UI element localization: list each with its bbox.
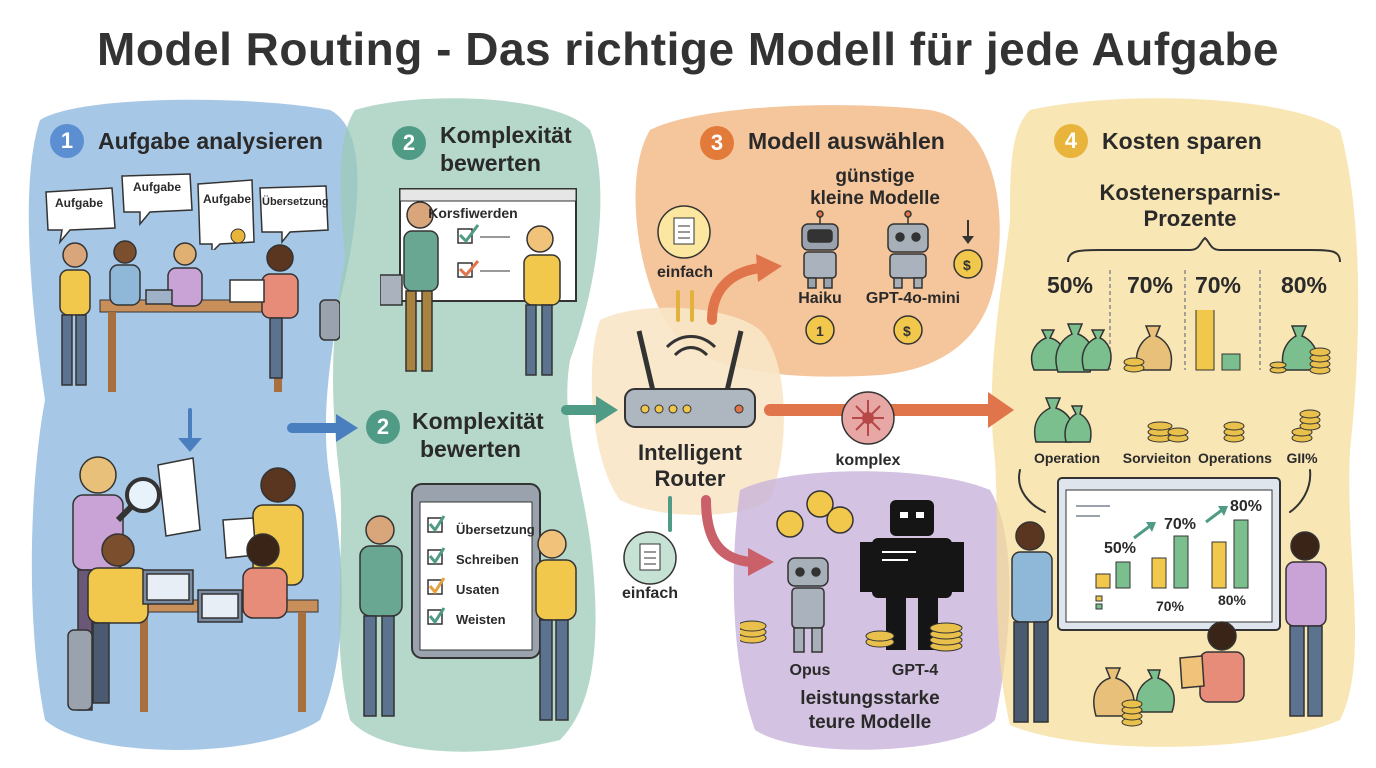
step2-top-title-line1: Komplexität [440,122,572,148]
savings-pct-1: 50% [1046,272,1094,298]
bubble-1 [45,187,116,245]
checklist-item-4: Weisten [456,612,506,627]
robot-icon [887,210,929,289]
page-title: Model Routing - Das richtige Modell für … [97,23,1279,75]
money-bag-icon [1135,325,1173,371]
savings-dashboard-illustration [1011,477,1327,727]
chart-bar [1151,557,1167,589]
step2-top-title-line2: bewerten [440,150,541,176]
robot-icon [860,500,964,650]
router-label-line1: Intelligent [638,440,742,465]
savings-bracket [1067,236,1341,263]
magnifier-icon [125,477,161,513]
chart-bottom-value-1: 70% [1155,598,1185,614]
model-opus-label: Opus [789,662,831,679]
step3-badge: 3 [700,126,734,160]
cost-label-3: Operations [1198,450,1272,466]
expensive-label-line2: teure Modelle [808,712,932,733]
checklist-item-2: Schreiben [456,552,519,567]
team-discussion-illustration [59,240,340,392]
svg-text:$: $ [963,257,971,273]
router-label-line2: Router [654,466,726,491]
savings-subtitle-line2: Prozente [1143,206,1237,231]
cost-label-2: Sorvieiton [1122,450,1192,466]
simple-label-top: einfach [656,264,713,281]
robot-icon [787,557,829,653]
savings-pct-2: 70% [1126,272,1174,298]
model-gpt4o-mini-label: GPT-4o-mini [865,290,961,307]
chart-bottom-value-2: 80% [1217,592,1247,608]
step2-bottom-title-line1: Komplexität [412,408,544,434]
bubble-4 [259,185,329,245]
complexity-board-illustration [380,188,577,376]
bubble-2-text: Aufgabe [133,180,181,194]
cost-label-4: GII% [1286,450,1318,466]
board-heading: Korsfiwerden [428,205,518,221]
savings-bar-short [1221,353,1241,371]
savings-subtitle-line1: Kostenersparnis- [1099,180,1281,205]
chart-value-1: 50% [1103,540,1137,557]
money-bag-icon [1033,397,1092,443]
bubble-4-text: Übersetzung [262,196,329,208]
analysis-team-illustration [67,456,319,712]
cheap-models-label-line2: kleine Modelle [810,188,940,209]
step4-badge: 4 [1054,124,1088,158]
step2-top-badge: 2 [392,126,426,160]
step2-bottom-title-line2: bewerten [420,436,521,462]
step3-title: Modell auswählen [748,128,945,154]
checklist-item-3: Usaten [456,582,500,597]
cheap-models-label-line1: günstige [835,166,915,187]
bubble-2 [121,173,193,227]
model-gpt4-label: GPT-4 [891,662,939,679]
chart-bar [1173,535,1189,589]
model-haiku-label: Haiku [798,290,842,307]
step1-title: Aufgabe analysieren [98,128,323,154]
person [59,240,340,386]
svg-text:$: $ [903,323,911,339]
brain-icon [841,391,895,445]
coin-icon [776,490,854,538]
chart-bar [1115,561,1131,589]
step4-title: Kosten sparen [1102,128,1262,154]
simple-label-bottom: einfach [621,585,678,602]
coin-stack-icon [740,620,963,652]
expensive-label-line1: leistungsstarke [800,688,940,709]
document-icon [623,531,677,585]
chart-value-3: 80% [1229,498,1263,515]
chart-bar [1095,573,1111,589]
savings-icons [1030,310,1331,443]
chart-bar [1233,519,1249,589]
router-icon [624,330,756,428]
money-bag-icon [1030,323,1112,373]
complex-label: komplex [835,452,901,469]
svg-text:1: 1 [816,323,824,339]
step2-bottom-badge: 2 [366,410,400,444]
money-bag-icon [1135,669,1175,713]
bubble-3-text: Aufgabe [203,192,251,206]
expensive-models-illustration [740,490,964,653]
task-bubbles [45,173,329,250]
checklist-tablet-illustration [359,483,577,721]
savings-pct-3: 70% [1194,272,1242,298]
step1-badge: 1 [50,124,84,158]
coin-icon [805,249,983,345]
savings-pct-4: 80% [1280,272,1328,298]
cost-label-1: Operation [1033,450,1101,466]
chart-bar [1211,541,1227,589]
robot-icon [801,210,839,289]
chart-value-2: 70% [1163,516,1197,533]
checklist-item-1: Übersetzung [456,522,535,537]
cheap-models-illustration: $ 1 $ [657,205,983,345]
savings-bar-tall [1195,310,1215,371]
bubble-1-text: Aufgabe [55,196,103,210]
